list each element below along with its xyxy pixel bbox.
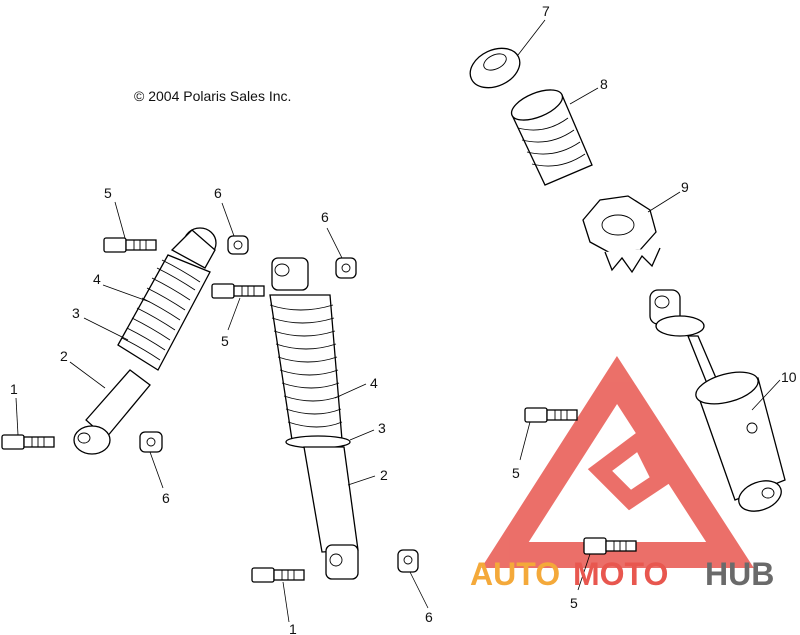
callout-9: 9: [681, 179, 689, 195]
bumper-8: [510, 89, 593, 186]
callout-6: 6: [425, 609, 433, 625]
nut-6-upper-left: [227, 235, 249, 255]
watermark-moto: MOTO: [573, 556, 668, 592]
leader-lines: [15, 19, 781, 623]
washer-7: [469, 47, 521, 89]
damper-10: [649, 289, 786, 512]
callout-5: 5: [104, 185, 112, 201]
callout-6: 6: [162, 490, 170, 506]
callout-6: 6: [321, 209, 329, 225]
retainer-9: [582, 195, 661, 274]
left-shock-assembly: [73, 227, 217, 455]
callout-labels: 5 6 6 4 3 2 1 5 6 4 3 2 1 6 7 8 9 10 5 5: [10, 3, 797, 635]
watermark-text: AUTO MOTO HUB: [470, 556, 774, 592]
callout-6: 6: [214, 185, 222, 201]
callout-3: 3: [72, 305, 80, 321]
watermark-logo: [481, 355, 754, 568]
bolt-5-right-lower: [583, 537, 637, 555]
callout-5: 5: [221, 333, 229, 349]
center-shock-assembly: [269, 257, 359, 580]
callout-5: 5: [570, 595, 578, 611]
callout-7: 7: [542, 3, 550, 19]
callout-1: 1: [10, 381, 18, 397]
callout-8: 8: [600, 76, 608, 92]
bolt-5-middle: [211, 283, 265, 299]
callout-2: 2: [380, 467, 388, 483]
watermark-auto: AUTO: [470, 556, 560, 592]
callout-4: 4: [370, 375, 378, 391]
callout-10: 10: [781, 369, 797, 385]
bolt-1-bottom: [251, 567, 305, 583]
callout-5: 5: [512, 465, 520, 481]
callout-2: 2: [60, 348, 68, 364]
bolt-5-upper-left: [103, 237, 157, 253]
nut-6-lower-left: [139, 431, 163, 453]
copyright-notice: © 2004 Polaris Sales Inc.: [134, 88, 292, 104]
bolt-5-right-upper: [524, 407, 578, 423]
callout-1: 1: [289, 621, 297, 635]
bolt-1-left: [1, 434, 55, 450]
callout-4: 4: [93, 271, 101, 287]
nut-6-center-top: [335, 257, 357, 279]
nut-6-bottom: [397, 549, 419, 573]
callout-3: 3: [378, 420, 386, 436]
watermark-hub: HUB: [705, 556, 774, 592]
